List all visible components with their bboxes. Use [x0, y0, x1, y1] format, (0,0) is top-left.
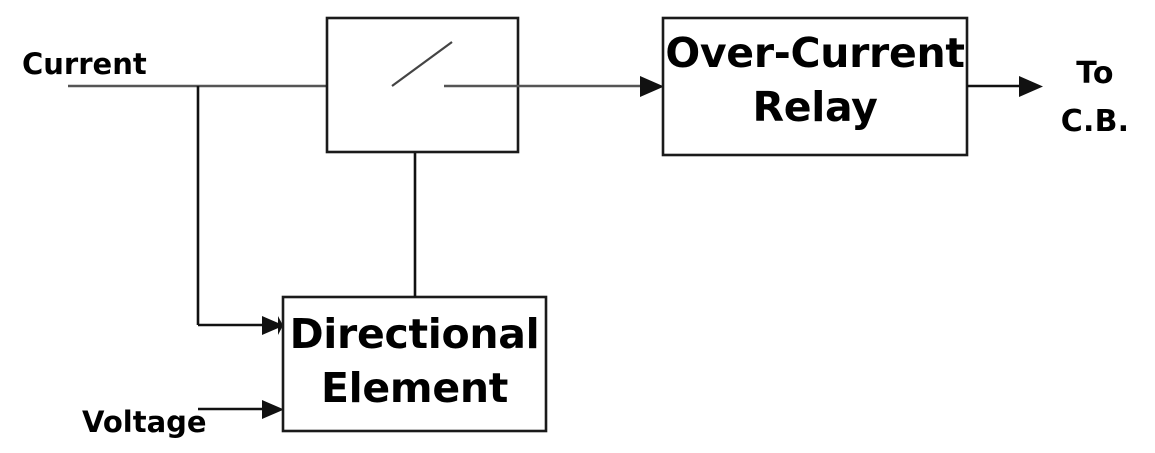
label-over-current-relay-line2: Relay — [752, 83, 878, 131]
arrowhead-current-into-directional-element-body — [262, 316, 284, 335]
label-over-current-relay-line1: Over-Current — [665, 29, 965, 77]
label-directional-element-line2: Element — [320, 364, 509, 412]
label-to-cb-line1: To — [1076, 56, 1114, 91]
arrowhead-into-over-current-relay — [640, 76, 664, 97]
label-current-input: Current — [22, 47, 147, 81]
arrowhead-voltage-into-directional-element — [262, 400, 284, 419]
label-directional-element-line1: Directional — [289, 310, 540, 358]
arrowhead-to-cb — [1019, 76, 1043, 97]
block-directional-element[interactable] — [281, 295, 548, 433]
label-voltage-input: Voltage — [82, 405, 207, 439]
block-over-current-relay[interactable] — [661, 16, 969, 157]
label-to-cb-line2: C.B. — [1060, 104, 1130, 139]
switch-blade-icon — [391, 41, 453, 87]
